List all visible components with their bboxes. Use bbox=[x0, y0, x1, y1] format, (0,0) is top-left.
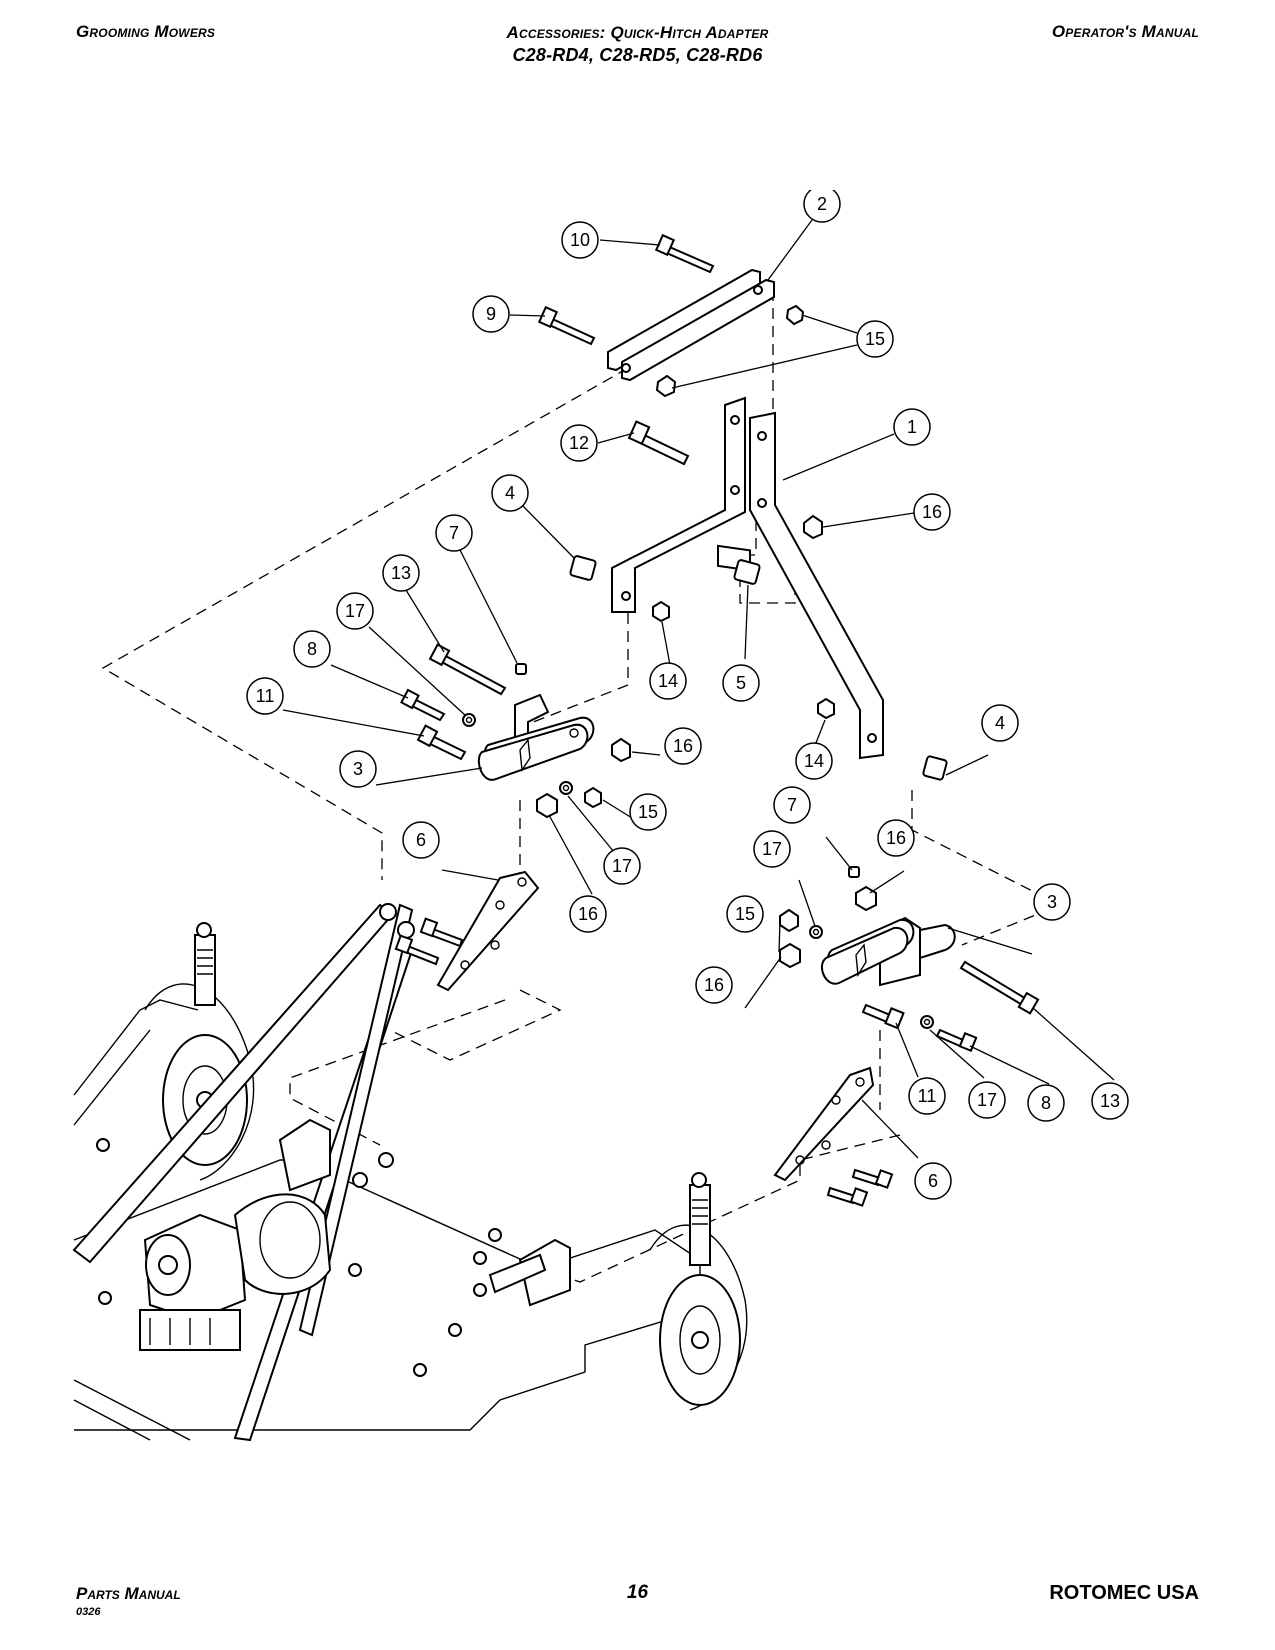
hardware-upper bbox=[537, 233, 805, 466]
callout-2: 2 bbox=[803, 190, 841, 223]
svg-text:4: 4 bbox=[505, 483, 515, 503]
svg-text:15: 15 bbox=[735, 904, 755, 924]
svg-text:13: 13 bbox=[391, 563, 411, 583]
callout-17-a: 17 bbox=[336, 592, 374, 630]
callout-15-b: 15 bbox=[629, 793, 667, 831]
svg-text:4: 4 bbox=[995, 713, 1005, 733]
svg-text:5: 5 bbox=[736, 673, 746, 693]
callout-15-c: 15 bbox=[726, 895, 764, 933]
mower-deck bbox=[72, 903, 748, 1442]
svg-text:1: 1 bbox=[907, 417, 917, 437]
callout-14-a: 14 bbox=[649, 662, 687, 700]
svg-text:11: 11 bbox=[918, 1086, 937, 1106]
leader-lines bbox=[282, 219, 1115, 1159]
svg-text:3: 3 bbox=[1047, 892, 1057, 912]
part-6-right-plate bbox=[773, 1066, 894, 1207]
deck-bolts bbox=[96, 1138, 502, 1377]
svg-text:3: 3 bbox=[353, 759, 363, 779]
header-left: Grooming Mowers bbox=[76, 22, 216, 41]
callout-13-a: 13 bbox=[382, 554, 420, 592]
header-models: C28-RD4, C28-RD5, C28-RD6 bbox=[512, 45, 763, 65]
callout-5: 5 bbox=[722, 664, 760, 702]
callout-13-b: 13 bbox=[1091, 1082, 1129, 1120]
svg-text:9: 9 bbox=[486, 304, 496, 324]
hardware-right bbox=[779, 866, 1040, 1053]
callout-1: 1 bbox=[893, 408, 931, 446]
callout-11-b: 11 bbox=[908, 1077, 946, 1115]
callout-17-b: 17 bbox=[603, 847, 641, 885]
svg-text:16: 16 bbox=[578, 904, 598, 924]
callout-8-b: 8 bbox=[1027, 1084, 1065, 1122]
svg-text:17: 17 bbox=[762, 839, 782, 859]
callout-16-b: 16 bbox=[664, 727, 702, 765]
callout-16-d: 16 bbox=[877, 819, 915, 857]
svg-text:17: 17 bbox=[612, 856, 632, 876]
svg-text:16: 16 bbox=[673, 736, 693, 756]
svg-text:14: 14 bbox=[658, 671, 678, 691]
svg-text:17: 17 bbox=[977, 1090, 997, 1110]
exploded-parts-diagram: 10 2 9 15 12 1 16 4 7 13 17 8 11 3 14 5 … bbox=[72, 190, 1129, 1442]
svg-text:6: 6 bbox=[928, 1171, 938, 1191]
callout-7-a: 7 bbox=[435, 514, 473, 552]
callout-3-a: 3 bbox=[339, 750, 377, 788]
footer-left: Parts Manual bbox=[76, 1584, 181, 1603]
svg-text:14: 14 bbox=[804, 751, 824, 771]
callout-7-b: 7 bbox=[773, 786, 811, 824]
part-2-link-plates bbox=[607, 268, 775, 382]
callout-6-b: 6 bbox=[914, 1162, 952, 1200]
svg-text:6: 6 bbox=[416, 830, 426, 850]
callout-17-c: 17 bbox=[753, 830, 791, 868]
header-center: Accessories: Quick-Hitch Adapter C28-RD4… bbox=[0, 22, 1275, 66]
svg-text:8: 8 bbox=[1041, 1093, 1051, 1113]
svg-text:11: 11 bbox=[256, 686, 275, 706]
callout-16-c: 16 bbox=[569, 895, 607, 933]
svg-text:8: 8 bbox=[307, 639, 317, 659]
part-3-right-bracket bbox=[820, 916, 956, 987]
svg-text:7: 7 bbox=[449, 523, 459, 543]
svg-text:16: 16 bbox=[886, 828, 906, 848]
callout-9: 9 bbox=[472, 295, 510, 333]
callout-16-e: 16 bbox=[695, 966, 733, 1004]
svg-text:16: 16 bbox=[922, 502, 942, 522]
callout-10: 10 bbox=[561, 221, 599, 259]
callout-bubbles: 10 2 9 15 12 1 16 4 7 13 17 8 11 3 14 5 … bbox=[246, 190, 1129, 1200]
footer-code: 0326 bbox=[76, 1606, 101, 1618]
svg-text:13: 13 bbox=[1100, 1091, 1120, 1111]
callout-12: 12 bbox=[560, 424, 598, 462]
callout-16-a: 16 bbox=[913, 493, 951, 531]
callout-17-d: 17 bbox=[968, 1081, 1006, 1119]
svg-text:7: 7 bbox=[787, 795, 797, 815]
gearbox bbox=[139, 1193, 332, 1351]
svg-text:12: 12 bbox=[569, 433, 589, 453]
spacers-and-nuts bbox=[569, 514, 948, 781]
callout-4-b: 4 bbox=[981, 704, 1019, 742]
callout-8-a: 8 bbox=[293, 630, 331, 668]
svg-text:2: 2 bbox=[817, 194, 827, 214]
svg-text:15: 15 bbox=[638, 802, 658, 822]
svg-text:16: 16 bbox=[704, 975, 724, 995]
svg-text:17: 17 bbox=[345, 601, 365, 621]
callout-4-a: 4 bbox=[491, 474, 529, 512]
svg-text:10: 10 bbox=[570, 230, 590, 250]
callout-14-b: 14 bbox=[795, 742, 833, 780]
page-number: 16 bbox=[626, 1582, 649, 1603]
callout-15-a: 15 bbox=[856, 320, 894, 358]
callout-11-a: 11 bbox=[246, 677, 284, 715]
right-gauge-wheel bbox=[649, 1172, 748, 1411]
header-title: Accessories: Quick-Hitch Adapter bbox=[506, 23, 769, 42]
svg-text:15: 15 bbox=[865, 329, 885, 349]
part-6-left-plate bbox=[394, 870, 540, 992]
header-right: Operator's Manual bbox=[1051, 22, 1199, 41]
callout-3-b: 3 bbox=[1033, 883, 1071, 921]
footer-right: ROTOMEC USA bbox=[1049, 1582, 1199, 1604]
part-3-left-bracket bbox=[477, 693, 595, 781]
callout-6-a: 6 bbox=[402, 821, 440, 859]
